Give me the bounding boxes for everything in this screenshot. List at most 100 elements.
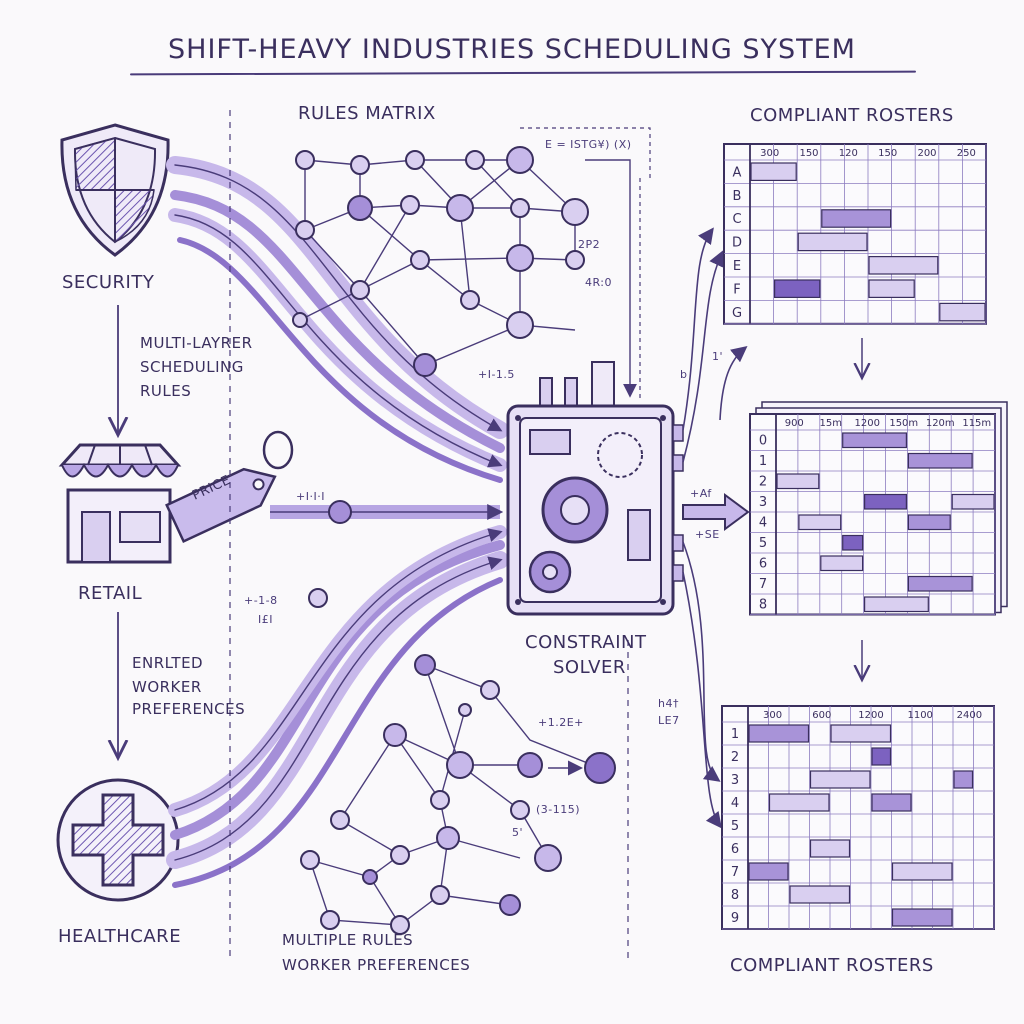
roster-shift-bar <box>821 209 892 228</box>
constraint-solver-label-2: SOLVER <box>553 657 626 678</box>
rules-network-bottom-nodes <box>300 654 616 935</box>
formula-frame <box>520 127 651 398</box>
roster-row-label: 6 <box>759 556 767 571</box>
enrlted-label-2: WORKER <box>132 678 202 696</box>
roster-shift-bar <box>907 575 973 592</box>
output-big-arrow <box>682 493 750 531</box>
roster-row-label: 2 <box>731 750 739 765</box>
roster-col-label: 1100 <box>907 710 932 721</box>
roster-col-label: 150 <box>799 148 818 159</box>
roster-shift-bar <box>748 862 789 881</box>
annotation-1-2e: +1.2E+ <box>538 716 584 729</box>
output-flows <box>682 227 748 829</box>
retail-label: RETAIL <box>78 583 143 604</box>
roster-shift-bar <box>776 473 820 490</box>
roster-shift-bar <box>798 514 842 531</box>
enrlted-label-1: ENRLTED <box>132 654 204 672</box>
roster-shift-bar <box>750 162 797 181</box>
roster-shift-bar <box>868 279 915 298</box>
roster-row-label: 1 <box>731 727 739 742</box>
roster-row-label: 1 <box>759 454 767 469</box>
roster-shift-bar <box>871 747 892 766</box>
roster-col-label: 250 <box>957 148 976 159</box>
mid-node-b <box>308 588 328 608</box>
annotation-minus-1-5: +I-1.5 <box>478 368 515 381</box>
mid-node <box>328 500 352 524</box>
roster-col-label: 120m <box>926 418 955 429</box>
roster-shift-bar <box>953 770 974 789</box>
roster-shift-bar <box>939 302 986 322</box>
roster-col-label: 15m <box>820 418 842 429</box>
roster-col-label: 200 <box>917 148 936 159</box>
medical-cross-icon <box>56 778 180 902</box>
roster-row-label: 3 <box>731 773 739 788</box>
annotation-b: b <box>680 368 688 381</box>
roster-row-label: 3 <box>759 495 767 510</box>
roster-shift-bar <box>748 724 810 743</box>
roster-row-label: 8 <box>759 597 767 612</box>
roster-shift-bar <box>820 555 864 572</box>
roster-col-label: 150m <box>889 418 918 429</box>
roster-row-label: 0 <box>759 433 767 448</box>
roster-row-label: E <box>733 259 741 274</box>
roster-shift-bar <box>789 885 851 904</box>
roster-col-label: 150 <box>878 148 897 159</box>
roster-row-label: G <box>732 306 742 321</box>
roster-shift-bar <box>842 534 864 551</box>
roster-shift-bar <box>863 493 907 510</box>
annotation-af: +Af <box>690 487 712 500</box>
roster-row-label: 8 <box>731 888 739 903</box>
roster-col-label: 1200 <box>855 418 880 429</box>
roster-col-label: 600 <box>812 710 831 721</box>
constraint-solver-label-1: CONSTRAINT <box>525 632 647 653</box>
roster-row-label: B <box>733 189 742 204</box>
roster-row-label: 6 <box>731 842 739 857</box>
roster-shift-bar <box>907 452 973 469</box>
roster-shift-bar <box>830 724 892 743</box>
security-label: SECURITY <box>62 272 155 293</box>
healthcare-label: HEALTHCARE <box>58 926 182 947</box>
multi-layer-label-2: SCHEDULING <box>140 358 244 376</box>
roster-row-label: 2 <box>759 474 767 489</box>
roster-row-label: D <box>732 236 742 251</box>
roster-row-label: 7 <box>731 865 739 880</box>
roster-shift-bar <box>891 862 953 881</box>
shield-icon <box>60 123 170 257</box>
roster-row-label: 4 <box>731 796 739 811</box>
price-tag-string <box>262 430 294 470</box>
store-icon <box>58 443 182 564</box>
annotation-le7: LE7 <box>658 714 680 727</box>
roster-col-label: 2400 <box>957 710 982 721</box>
page-title: SHIFT-HEAVY INDUSTRIES SCHEDULING SYSTEM <box>168 34 856 65</box>
annotation-ticks: +I·I·I <box>296 490 325 503</box>
roster-col-label: 300 <box>760 148 779 159</box>
compliant-rosters-bottom-label: COMPLIANT ROSTERS <box>730 955 934 976</box>
annotation-1: 1' <box>712 350 724 363</box>
roster-row-label: 7 <box>759 577 767 592</box>
multiple-rules-label: MULTIPLE RULES <box>282 931 414 949</box>
annotation-1-8: +-1-8 <box>244 594 278 607</box>
enrlted-label-3: PREFERENCES <box>132 700 246 718</box>
roster-row-label: 9 <box>731 911 739 926</box>
compliant-rosters-top-label: COMPLIANT ROSTERS <box>750 105 954 126</box>
price-tag-icon <box>165 467 277 544</box>
annotation-2p2: 2P2 <box>578 238 601 251</box>
roster-shift-bar <box>907 514 951 531</box>
roster-row-label: F <box>733 282 740 297</box>
worker-preferences-label: WORKER PREFERENCES <box>282 956 471 974</box>
roster-shift-bar <box>773 279 821 298</box>
roster-shift-bar <box>951 493 995 510</box>
formula-annotation: E = ISTG¥) (X) <box>545 138 632 151</box>
roster-col-label: 300 <box>763 710 782 721</box>
roster-shift-bar <box>809 770 871 789</box>
annotation-se: +SE <box>695 528 720 541</box>
roster-shift-bar <box>868 256 939 275</box>
roster-shift-bar <box>842 432 908 449</box>
formula-arrow <box>585 159 637 398</box>
roster-frame <box>721 705 995 930</box>
roster-col-label: 1200 <box>858 710 883 721</box>
